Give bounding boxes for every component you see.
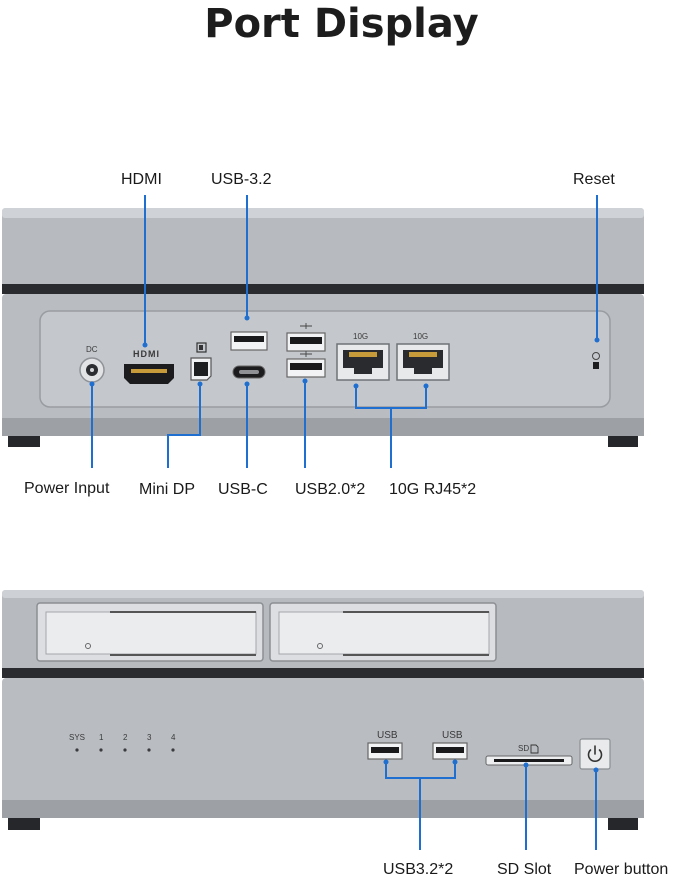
dc-label: DC [86,345,98,354]
callout-usb32: USB-3.2 [211,171,272,188]
sd-label: SD [518,744,530,753]
callout-sd-slot: SD Slot [497,861,552,878]
reset-hole [593,362,599,369]
front-usb-label-1: USB [377,730,398,741]
led-label-4: 4 [171,733,176,742]
led-label-3: 3 [147,733,152,742]
lan2-label: 10G [413,332,429,341]
usb-icon [300,323,312,357]
sd-card-icon [530,744,539,754]
callout-power-button: Power button [574,861,669,878]
rj45-port-2 [396,343,450,381]
callout-rj45: 10G RJ45*2 [389,481,477,498]
rear-top-shell [2,208,644,288]
callout-mini-dp: Mini DP [139,481,196,498]
callout-usb20: USB2.0*2 [295,481,366,498]
front-usb-label-2: USB [442,730,463,741]
callout-reset: Reset [573,171,615,188]
led-label-1: 1 [99,733,104,742]
led-label-2: 2 [123,733,128,742]
page-title: Port Display [204,1,479,47]
callout-power-input: Power Input [24,480,110,497]
hdmi-port [124,364,174,384]
callout-usb32-front: USB3.2*2 [383,861,454,878]
status-led-dots [75,748,175,752]
callout-hdmi: HDMI [121,171,162,188]
front-bottom-shell [2,678,644,818]
rear-seam [2,284,644,294]
displayport-icon [196,342,207,353]
reset-icon [592,352,600,360]
led-label-sys: SYS [69,733,86,742]
drive-bay-2 [269,602,497,662]
power-icon [587,745,603,762]
hdmi-logo-label: HDMI [133,349,160,359]
callout-usbc: USB-C [218,481,268,498]
rj45-port-1 [336,343,390,381]
drive-bay-1 [36,602,264,662]
front-seam [2,668,644,678]
front-callout-lines [385,762,597,850]
lan1-label: 10G [353,332,369,341]
rear-callout-lines [91,195,598,468]
